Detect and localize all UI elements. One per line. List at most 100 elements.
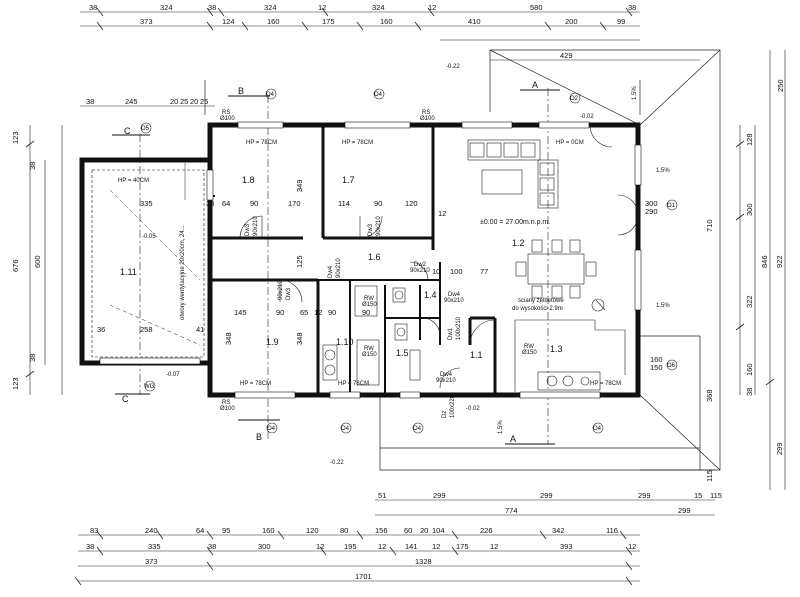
dim-bot2-1: 38 (86, 542, 94, 551)
door-dw2: Dw2 (414, 262, 427, 268)
dim-top-4: 324 (264, 3, 277, 12)
dim-in-26: 300 (645, 199, 658, 208)
door-dw3-c: Dw3 (286, 287, 292, 300)
marker-o6: O6 (667, 363, 676, 369)
dim-ter2-1: 774 (505, 506, 518, 515)
dim-in-21: 36 (97, 325, 105, 334)
rw-dia-3: Ø150 (522, 350, 537, 356)
level-m002-b: -0.02 (466, 406, 480, 412)
dim-bot-14: 116 (606, 526, 618, 535)
room-1-10: 1.10 (336, 337, 354, 347)
walls (79, 122, 641, 398)
dim-left-1: 123 (11, 131, 20, 144)
dim-top2-8: 99 (617, 17, 625, 26)
dim-top-7: 12 (428, 3, 436, 12)
dim-in-12: 65 (300, 308, 308, 317)
room-1-11: 1.11 (120, 267, 137, 277)
hp-note-5: HP = 78CM (240, 381, 271, 387)
slope-4: 1.5% (498, 420, 504, 434)
dim-in-28: 160 (650, 355, 663, 364)
interior-dimensions: 335 38 64 90 170 114 90 120 12 145 90 65… (97, 179, 663, 372)
dim-top-6: 324 (372, 3, 385, 12)
terrace-outlines (204, 49, 721, 471)
rs-dia-3: Ø100 (220, 406, 235, 412)
rw-dia-2: Ø150 (362, 352, 377, 358)
dim-top-9: 38 (628, 3, 636, 12)
dim-top4-2: 245 (125, 97, 138, 106)
dim-bot2-2: 335 (148, 542, 161, 551)
marker-o2: O2 (570, 96, 579, 102)
section-a-top: A (532, 80, 538, 90)
dim-in-7: 90 (374, 199, 382, 208)
dim-bot2-10: 175 (456, 542, 469, 551)
doors (239, 124, 639, 389)
dim-in-4: 90 (250, 199, 258, 208)
dim-ter2-2: 299 (678, 506, 691, 515)
marker-wg: WG (144, 384, 155, 390)
wardrobe-note: otwory wentylacyjne 20x20cm, 24... (180, 225, 186, 320)
dim-bot3-1: 373 (145, 557, 158, 566)
dim-in-23: 10 (432, 267, 440, 276)
marker-o4-c: O4 (267, 426, 276, 432)
dim-top2-5: 160 (380, 17, 393, 26)
dim-right-11: 115 (705, 470, 714, 482)
door-dw4-b: Dw4 (448, 292, 461, 298)
dim-right-12: 299 (775, 442, 784, 455)
dim-ter-3: 299 (540, 491, 553, 500)
dim-bot-13: 342 (552, 526, 565, 535)
section-a-bottom: A (510, 434, 516, 444)
dim-top-5: 12 (318, 3, 326, 12)
dim-bot4-1: 1701 (355, 572, 372, 581)
dim-top-2: 324 (160, 3, 173, 12)
dim-top2-2: 124 (222, 17, 235, 26)
rs-label-2: RS (422, 110, 430, 116)
dim-in-19: 125 (295, 255, 304, 268)
dim-bot2-12: 393 (560, 542, 573, 551)
dim-bot2-4: 300 (258, 542, 271, 551)
marker-o4-d: O4 (341, 426, 350, 432)
marker-labels: O4 O4 O2 O5 O1 O6 WG O4 O4 O4 O4 (141, 92, 676, 432)
dim-bot-3: 64 (196, 526, 204, 535)
dim-top3-1: 429 (560, 51, 573, 60)
hp-note-3: HP = 0CM (556, 140, 584, 146)
door-dz-size: 100x228 (450, 394, 456, 418)
dim-in-5: 170 (288, 199, 301, 208)
room-1-7: 1.7 (342, 175, 355, 185)
door-dw3-c-size: 90x210 (278, 280, 284, 300)
dim-ter-4: 299 (638, 491, 651, 500)
marker-o4-f: O4 (593, 426, 602, 432)
dim-in-14: 90 (328, 308, 336, 317)
dim-bot2-7: 12 (378, 542, 386, 551)
section-b-bottom: B (256, 432, 262, 442)
dim-left-6: 123 (11, 377, 20, 390)
rs-dia-2: Ø100 (420, 116, 435, 122)
dim-in-27: 290 (645, 207, 658, 216)
dim-top-8: 580 (530, 3, 543, 12)
dim-in-8: 120 (405, 199, 418, 208)
dim-bot-10: 20 (420, 526, 428, 535)
level-note: ±0.00 = 27.00m.n.p.m. (480, 219, 550, 226)
dim-bot-11: 104 (432, 526, 445, 535)
dim-left-2: 38 (28, 162, 37, 170)
level-m022-a: -0.22 (446, 64, 460, 70)
door-dz: Dz (442, 411, 448, 418)
level-m002-a: -0.02 (580, 114, 594, 120)
marker-o4-e: O4 (413, 426, 422, 432)
dim-in-2: 38 (206, 199, 214, 208)
dim-bot-9: 60 (404, 526, 412, 535)
section-lines (139, 88, 549, 444)
dim-top2-1: 373 (140, 17, 153, 26)
room-1-1: 1.1 (470, 350, 483, 360)
dim-right-9: 922 (775, 255, 784, 268)
door-dw3-a: Dw3 (245, 223, 251, 236)
dim-bot2-6: 195 (344, 542, 357, 551)
marker-o4-a: O4 (266, 92, 275, 98)
dim-bot-5: 160 (262, 526, 275, 535)
section-ticks (112, 89, 560, 445)
dim-right-10: 368 (705, 389, 714, 402)
dim-top4-1: 38 (86, 97, 94, 106)
dimension-lines (25, 7, 786, 586)
dim-in-18: 349 (295, 179, 304, 192)
right-dimensions: 250 128 300 322 160 38 710 846 922 368 1… (705, 79, 785, 482)
dim-bot-7: 80 (340, 526, 348, 535)
